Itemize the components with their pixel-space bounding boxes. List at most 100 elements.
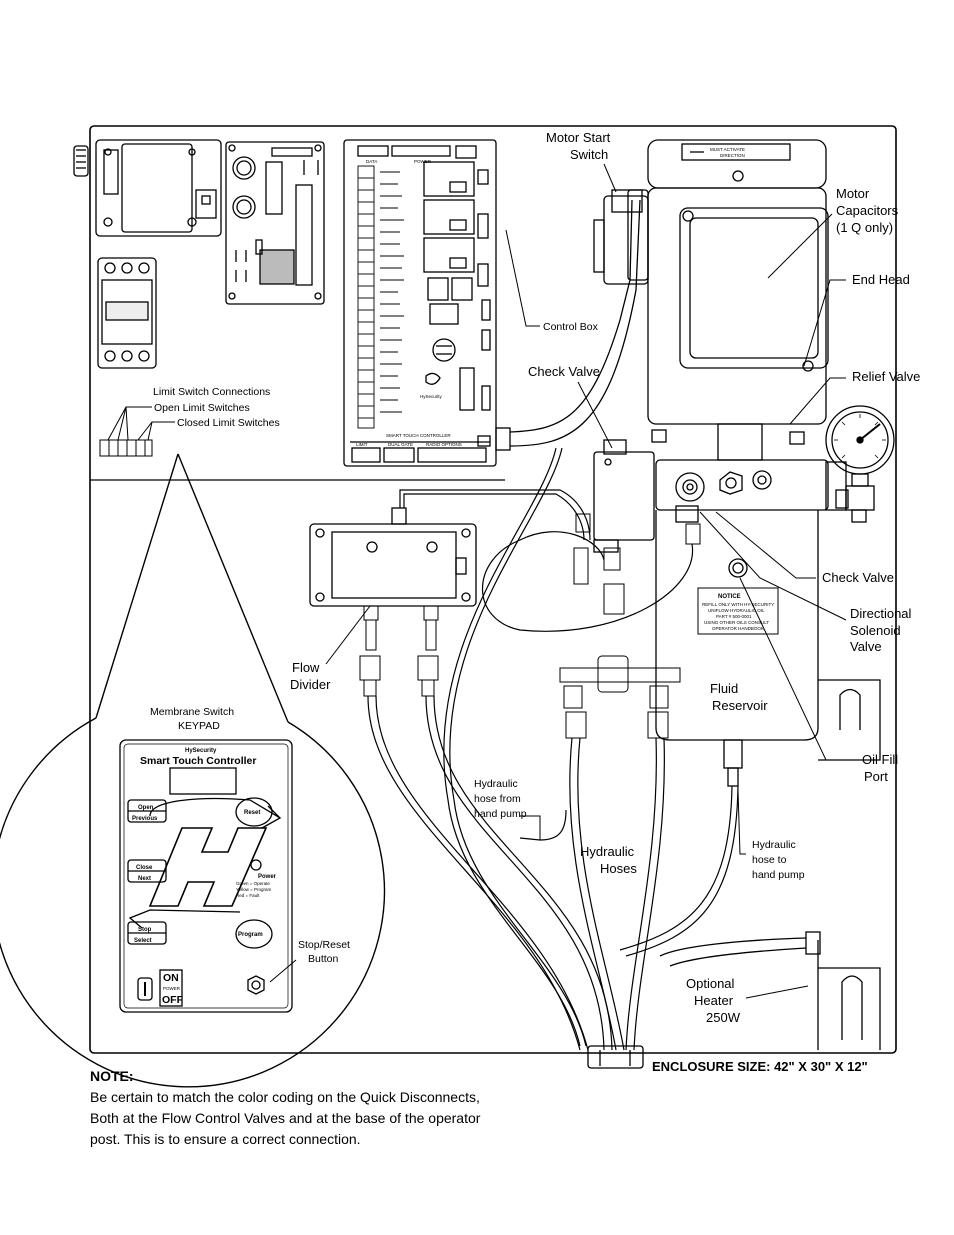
smart-touch-control-board: DATA POWER [343, 139, 497, 467]
notice-line-5: OPERATOR HANDBOOK [712, 626, 764, 631]
program-button-label: Program [238, 932, 263, 938]
toggle-power-label: POWER [163, 986, 181, 991]
label-hydraulic-hoses-1: Hydraulic [580, 844, 635, 859]
board-radio-options-label: RADIO OPTIONS [426, 442, 462, 447]
hose-fittings [359, 513, 701, 739]
motor-plate-line-1: MUST ACTIVATE [710, 147, 745, 152]
label-membrane-switch: Membrane Switch [150, 706, 234, 718]
toggle-off-label: OFF [162, 994, 184, 1006]
leader-lines [269, 163, 856, 999]
label-optional-heater-3: 250W [706, 1010, 741, 1025]
label-fluid-reservoir-2: Reservoir [712, 698, 768, 713]
board-data-label: DATA [366, 159, 377, 164]
motor-contactor [97, 257, 157, 369]
board-dual-gate-label: DUAL GATE [388, 442, 413, 447]
label-hose-from-pump-2: hose from [474, 793, 521, 805]
power-legend-green: Green = Operate [236, 881, 270, 886]
right-post-bracket-lower [817, 940, 881, 1050]
note-line-1: Be certain to match the color coding on … [90, 1089, 480, 1105]
oil-notice-plate: NOTICE REFILL ONLY WITH HY-SECURITY UNIF… [697, 587, 779, 635]
motor-plate-line-2: DIRECTION [720, 153, 745, 158]
label-motor-capacitors-2: Capacitors [836, 203, 899, 218]
select-button-label: Select [134, 938, 152, 944]
board-limit-label: LIMIT [356, 442, 368, 447]
reset-button-label: Reset [244, 810, 260, 816]
power-led-label: Power [258, 874, 277, 880]
label-optional-heater-2: Heater [694, 993, 734, 1008]
notice-line-4: USING OTHER OILS CONSULT [704, 620, 769, 625]
label-motor-capacitors-3: (1 Q only) [836, 220, 893, 235]
note-line-3: post. This is to ensure a correct connec… [90, 1131, 361, 1147]
label-hose-to-pump-2: hose to [752, 854, 787, 866]
label-relief-valve: Relief Valve [852, 369, 920, 384]
label-flow-divider-1: Flow [292, 660, 320, 675]
directional-solenoid-valve [593, 439, 655, 553]
open-button-label: Open [138, 805, 154, 811]
label-motor-start-switch-1: Motor Start [546, 130, 611, 145]
next-button-label: Next [138, 876, 151, 882]
label-hose-to-pump-3: hand pump [752, 869, 805, 881]
board-power-label: POWER [414, 159, 432, 164]
label-limit-switch-connections: Limit Switch Connections [153, 386, 270, 398]
notice-line-1: REFILL ONLY WITH HY-SECURITY [702, 602, 774, 607]
stop-reset-button [247, 975, 265, 995]
control-box-cable-gland [495, 199, 641, 451]
notice-title: NOTICE [718, 594, 741, 600]
valve-manifold [655, 459, 829, 523]
label-stop-reset-1: Stop/Reset [298, 939, 350, 951]
label-optional-heater-1: Optional [686, 976, 735, 991]
label-fluid-reservoir-1: Fluid [710, 681, 738, 696]
close-button-label: Close [136, 865, 153, 871]
notice-line-3: PART # 500-0001 [716, 614, 752, 619]
label-closed-limit-switches: Closed Limit Switches [177, 417, 280, 429]
label-end-head: End Head [852, 272, 910, 287]
label-hose-from-pump-3: hand pump [474, 808, 527, 820]
board-footer: SMART TOUCH CONTROLLER [386, 433, 451, 438]
pressure-gauge [825, 405, 895, 523]
label-hydraulic-hoses-2: Hoses [600, 861, 637, 876]
toggle-on-label: ON [163, 972, 179, 984]
label-hose-from-pump-1: Hydraulic [474, 778, 518, 790]
label-oil-fill-port-1: Oil Fill [862, 752, 898, 767]
board-logo: HySecurity [420, 394, 443, 399]
label-oil-fill-port-2: Port [864, 769, 888, 784]
label-stop-reset-2: Button [308, 953, 339, 965]
keypad-callout-outline [0, 453, 386, 1088]
label-check-valve-right: Check Valve [822, 570, 894, 585]
right-post-bracket-upper [818, 679, 881, 761]
notice-line-2: UNIFLOW HYDRAULIC OIL [708, 608, 765, 613]
membrane-switch-keypad: HySecurity Smart Touch Controller Open P… [119, 739, 293, 1013]
power-supply-board [225, 141, 325, 305]
label-keypad: KEYPAD [178, 720, 220, 732]
label-open-limit-switches: Open Limit Switches [154, 402, 250, 414]
label-motor-capacitors-1: Motor [836, 186, 870, 201]
motor-start-switch [593, 189, 649, 285]
hydraulic-hoses [367, 447, 739, 1051]
label-directional-2: Solenoid [850, 623, 901, 638]
limit-switch-terminals [99, 439, 153, 457]
previous-button-label: Previous [132, 816, 158, 822]
label-enclosure-size: ENCLOSURE SIZE: 42" X 30" X 12" [652, 1059, 868, 1074]
flow-divider [309, 507, 477, 607]
label-hose-to-pump-1: Hydraulic [752, 839, 796, 851]
transformer [95, 139, 222, 237]
power-toggle-switch: ON POWER OFF [137, 969, 184, 1007]
label-flow-divider-2: Divider [290, 677, 331, 692]
keypad-title: Smart Touch Controller [140, 755, 256, 767]
note-line-2: Both at the Flow Control Valves and at t… [90, 1110, 481, 1126]
label-directional-1: Directional [850, 606, 912, 621]
label-motor-start-switch-2: Switch [570, 147, 608, 162]
optional-heater [659, 931, 821, 967]
note-body: Be certain to match the color coding on … [90, 1087, 530, 1150]
label-directional-3: Valve [850, 639, 882, 654]
label-check-valve-top: Check Valve [528, 364, 600, 379]
power-legend-yellow: Yellow = Program [236, 887, 271, 892]
motor-end-head [651, 423, 805, 461]
note-title: NOTE: [90, 1068, 134, 1084]
enclosure-outline [89, 125, 897, 1054]
left-side-bracket [73, 145, 89, 177]
limit-switch-leaders [107, 406, 175, 441]
label-control-box: Control Box [543, 321, 599, 333]
fluid-reservoir [655, 510, 819, 787]
